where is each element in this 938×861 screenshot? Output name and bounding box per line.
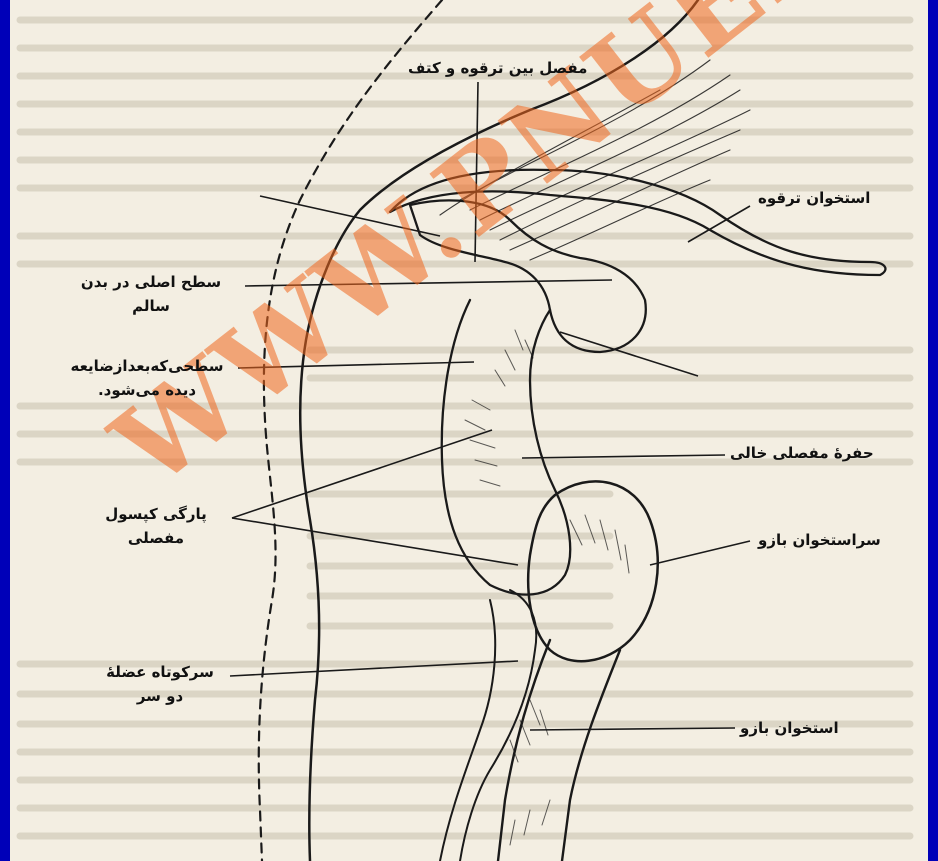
label-normal-surface-line-1: سطح اصلی در بدن (58, 270, 244, 294)
label-capsule-tear-line-1: پارگی کپسول (92, 502, 220, 526)
shading-hatch (465, 330, 629, 845)
label-humerus: استخوان بازو (740, 716, 839, 740)
label-biceps-line-2: دو سر (92, 684, 228, 708)
label-normal-surface-line-2: سالم (58, 294, 244, 318)
label-capsule-tear: پارگی کپسول مفصلی (92, 502, 220, 550)
leader-injured-surface (238, 362, 474, 368)
normal-body-contour (259, 0, 442, 861)
leader-joint (475, 82, 478, 262)
label-clavicle: استخوان ترقوه (758, 186, 870, 210)
humeral-head (528, 481, 658, 661)
leader-lines (230, 82, 750, 730)
leader-humerus (530, 728, 735, 730)
label-humeral-head: سراستخوان بازو (758, 528, 881, 552)
acromion (410, 200, 646, 352)
leader-empty-socket (522, 455, 725, 458)
leader-humeral-head (650, 541, 750, 565)
label-injured-surface-line-2: دیده می‌شود. (54, 378, 240, 402)
label-injured-surface: سطحی‌که‌بعدازضایعه دیده می‌شود. (54, 354, 240, 402)
label-joint: مفصل بین ترقوه و کتف (408, 56, 587, 80)
label-capsule-tear-line-2: مفصلی (92, 526, 220, 550)
leader-biceps (230, 661, 518, 676)
scapula-glenoid (442, 300, 570, 595)
leader-acromion (560, 332, 698, 376)
label-biceps-line-1: سرکوتاه عضلهٔ (92, 660, 228, 684)
humerus-shaft (498, 640, 620, 861)
label-empty-socket: حفرهٔ مفصلی خالی (730, 441, 874, 465)
muscle-fibers (440, 60, 750, 260)
leader-capsule-1 (232, 430, 492, 518)
label-biceps: سرکوتاه عضلهٔ دو سر (92, 660, 228, 708)
diagram-frame: WWW.PNUEB.COM مفصل بین ترقوه و کتف استخو… (10, 0, 928, 861)
label-injured-surface-line-1: سطحی‌که‌بعدازضایعه (54, 354, 240, 378)
label-normal-surface: سطح اصلی در بدن سالم (58, 270, 244, 318)
leader-normal-surface (245, 280, 612, 286)
